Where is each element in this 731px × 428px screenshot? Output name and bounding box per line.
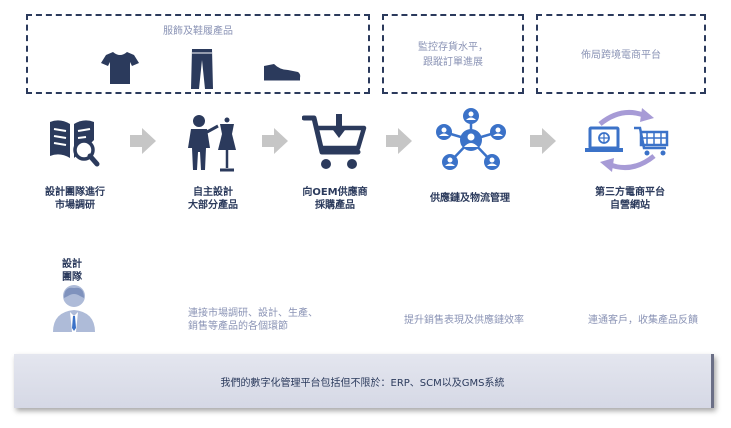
ecommerce-sync-icon [585, 108, 669, 172]
step-3-line1: 向OEM供應商 [302, 187, 368, 198]
team-line2: 團隊 [62, 272, 82, 283]
apparel-products-label: 服飾及鞋履產品 [163, 26, 233, 37]
step-1-line2: 市場調研 [55, 200, 95, 211]
market-research-book-icon [50, 120, 100, 167]
step-2-label: 自主設計 大部分產品 [158, 186, 268, 212]
step-1-line1: 設計團隊進行 [45, 187, 105, 198]
step-5-label: 第三方電商平台 自營網站 [570, 186, 690, 212]
design-team-label: 設計 團隊 [52, 258, 92, 284]
cross-border-platform-box: 佈局跨境電商平台 [536, 14, 706, 94]
description-1-line1: 連接市場調研、設計、生產、 [188, 308, 318, 319]
platform-label: 佈局跨境電商平台 [581, 50, 661, 61]
supply-network-icon [436, 108, 506, 170]
apparel-products-box: 服飾及鞋履產品 [26, 14, 370, 94]
step-2-line2: 大部分產品 [188, 200, 238, 211]
monitor-line1: 監控存貨水平， [418, 42, 488, 53]
description-1-line2: 銷售等產品的各個環節 [188, 321, 288, 332]
flow-arrow-3 [386, 128, 412, 154]
designer-person-icon [53, 285, 95, 332]
step-1-label: 設計團隊進行 市場調研 [20, 186, 130, 212]
step-2-line1: 自主設計 [193, 187, 233, 198]
flow-arrow-2 [262, 128, 288, 154]
team-line1: 設計 [62, 259, 82, 270]
flow-arrow-1 [130, 128, 156, 154]
inventory-monitor-box: 監控存貨水平， 跟蹤訂單進展 [382, 14, 524, 94]
digital-platform-text: 我們的數字化管理平台包括但不限於：ERP、SCM以及GMS系統 [220, 377, 505, 389]
step-3-label: 向OEM供應商 採購產品 [280, 186, 390, 212]
flow-arrow-4 [530, 128, 556, 154]
description-3: 連通客戶，收集產品反饋 [588, 315, 698, 326]
shoe-icon [264, 64, 301, 81]
step-3-line2: 採購產品 [315, 200, 355, 211]
trousers-icon [191, 49, 213, 89]
description-2: 提升銷售表現及供應鏈效率 [404, 315, 524, 326]
monitor-line2: 跟蹤訂單進展 [423, 57, 483, 68]
tshirt-icon [101, 52, 139, 84]
fashion-designer-icon [188, 115, 236, 172]
step-5-line1: 第三方電商平台 [595, 187, 665, 198]
step-4-line1: 供應鏈及物流管理 [430, 193, 510, 204]
description-1: 連接市場調研、設計、生產、 銷售等產品的各個環節 [188, 307, 358, 333]
step-5-line2: 自營網站 [610, 200, 650, 211]
shopping-cart-download-icon [302, 114, 367, 169]
step-4-label: 供應鏈及物流管理 [410, 192, 530, 205]
digital-platform-banner: 我們的數字化管理平台包括但不限於：ERP、SCM以及GMS系統 [14, 354, 714, 408]
